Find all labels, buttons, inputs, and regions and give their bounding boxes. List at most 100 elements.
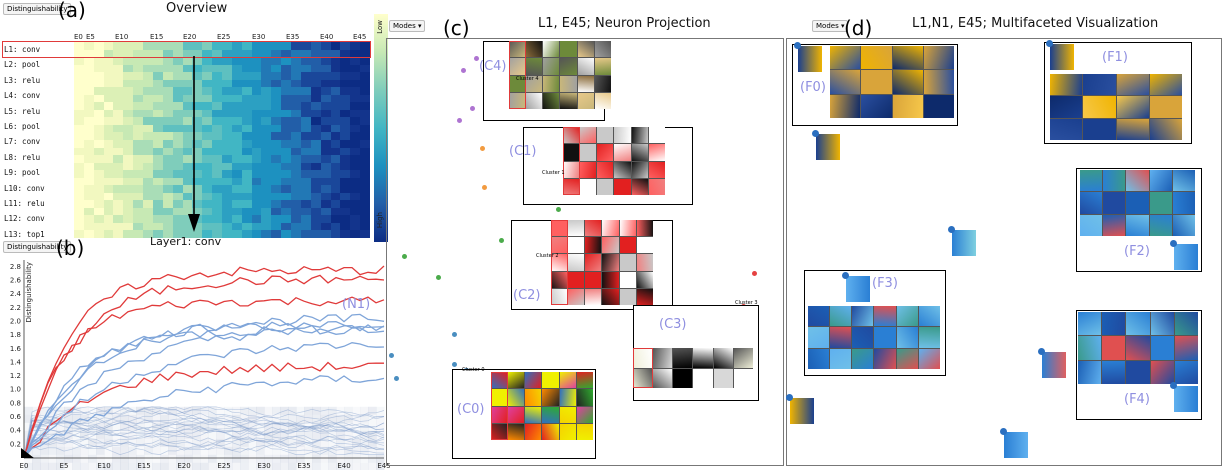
layer-label[interactable]: L9: pool [4,168,41,178]
facet-thumb[interactable] [798,46,822,72]
heatmap-cell [291,215,302,224]
heatmap-cell [251,124,262,133]
layer-label[interactable]: L10: conv [4,183,45,193]
heatmap-cell [172,42,183,50]
patch [509,92,526,109]
patch [1149,118,1182,140]
heatmap-cell [330,109,341,118]
layer-label[interactable]: L4: conv [4,91,41,101]
layer-label[interactable]: L6: pool [4,122,41,131]
layer-label[interactable]: L8: relu [4,152,41,162]
density-cell [272,454,281,463]
heatmap-cell [172,215,183,224]
overview-heatmap[interactable] [74,42,371,239]
heatmap-cell [103,140,114,148]
heatmap-cell [133,72,144,81]
layer-label[interactable]: L1: conv [4,45,41,54]
neuron-dot[interactable] [469,105,475,111]
heatmap-cell [360,162,371,171]
neuron-dot[interactable] [479,145,485,151]
patch [1174,360,1198,384]
facet-patch-grid[interactable] [1050,74,1182,140]
heatmap-cell [291,49,302,58]
layer-label[interactable]: L11: relu [4,199,45,208]
density-cell [96,454,105,463]
density-cell [264,438,273,447]
facet-patch-grid[interactable] [808,306,940,369]
heatmap-cell [330,200,341,209]
x-tick: E40 [320,33,334,41]
heatmap-cell [172,230,183,239]
cluster-annotation: (C3) [659,317,687,332]
facet-thumb[interactable] [846,276,870,302]
density-cell [232,414,241,423]
facet-patch-grid[interactable] [830,46,954,118]
neuron-dot[interactable] [751,270,757,276]
neuron-dot [948,226,955,233]
neuron-dot[interactable] [498,237,504,243]
patch [892,46,923,70]
density-cell [336,462,345,470]
layer-label[interactable]: L3: relu [4,75,41,85]
cluster-patch-grid[interactable] [563,127,665,195]
cluster-exemplar-highlight [551,220,568,305]
facet-patch-grid[interactable] [1078,312,1198,384]
heatmap-cell [182,162,193,171]
neuron-dot[interactable] [473,55,479,61]
heatmap-cell [143,102,154,111]
layer-label[interactable]: L2: pool [4,60,41,70]
neuron-dot[interactable] [451,331,457,337]
cluster-patch-grid[interactable] [633,348,753,388]
layer-label[interactable]: L12: conv [4,214,45,224]
distinguishability-button-a[interactable]: Distinguishability [3,3,72,15]
neuron-thumb[interactable] [816,134,840,160]
neuron-thumb[interactable] [790,398,814,424]
distinguishability-button-b[interactable]: Distinguishability [3,241,72,253]
neuron-thumb[interactable] [1042,352,1066,378]
projection-canvas[interactable] [386,38,784,466]
neuron-dot[interactable] [401,253,407,259]
heatmap-cell [261,109,272,118]
density-cell [112,414,121,423]
neuron-dot[interactable] [481,184,487,190]
modes-button-c[interactable]: Modes ▾ [389,20,426,32]
neuron-dot[interactable] [555,206,561,212]
facet-annotation: (F3) [872,276,898,291]
modes-button-d[interactable]: Modes ▾ [812,20,849,32]
heatmap-cell [192,140,203,148]
layer-label[interactable]: L13: top1 [4,229,45,239]
cluster-patch-grid[interactable] [491,372,593,440]
heatmap-cell [251,79,262,88]
neuron-dot[interactable] [460,67,466,73]
neuron-thumb[interactable] [952,230,976,256]
multifaceted-canvas[interactable] [786,38,1222,466]
heatmap-cell [271,72,282,81]
neuron-dot[interactable] [388,352,394,358]
distinguishability-line-plot[interactable]: 2.82.62.42.22.01.81.61.41.21.00.80.60.40… [0,238,390,470]
facet-thumb[interactable] [1050,44,1074,70]
neuron-dot[interactable] [435,274,441,280]
neuron-thumb[interactable] [1004,432,1028,458]
facet-thumb[interactable] [1174,386,1198,412]
heatmap-cell [281,57,292,66]
layer-label[interactable]: L5: relu [4,106,41,116]
neuron-dot[interactable] [451,361,457,367]
neuron-dot[interactable] [456,117,462,123]
heatmap-cell [291,132,302,141]
facet-thumb[interactable] [1174,244,1198,270]
cluster-patch-grid[interactable] [551,220,653,305]
heatmap-cell [202,79,213,88]
heatmap-cell [152,192,164,201]
patch [1050,118,1083,140]
heatmap-cell [271,177,282,186]
heatmap-cell [231,200,243,209]
heatmap-cell [113,192,124,201]
heatmap-cell [330,185,341,194]
layer-label[interactable]: L7: conv [4,137,41,147]
heatmap-cell [202,124,213,133]
heatmap-cell [143,64,154,73]
density-cell [128,422,137,431]
neuron-dot[interactable] [393,375,399,381]
facet-patch-grid[interactable] [1080,170,1195,236]
cluster-patch-grid[interactable] [509,41,611,109]
